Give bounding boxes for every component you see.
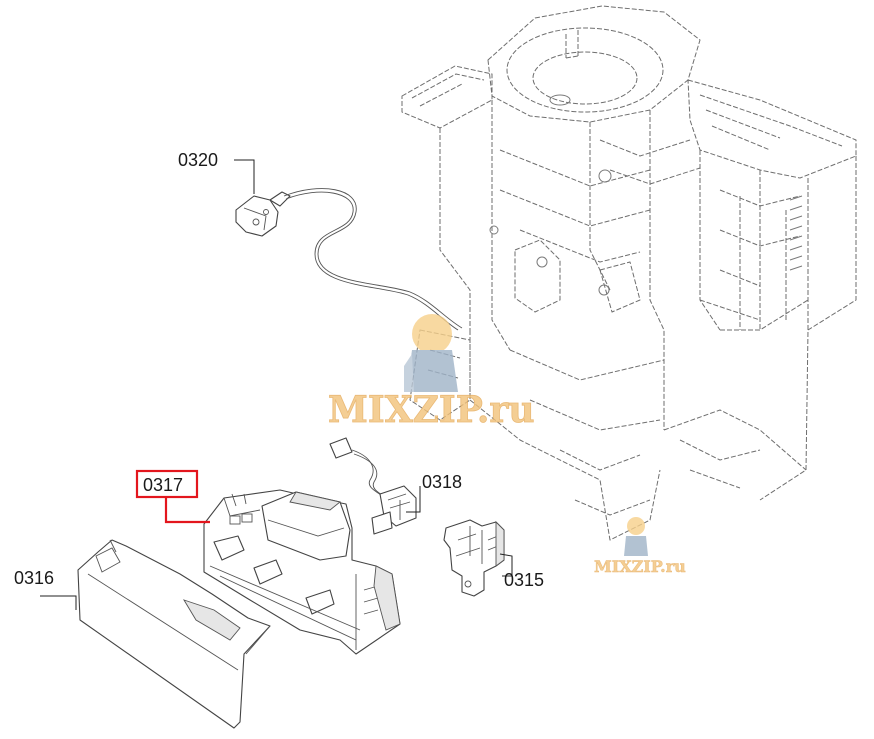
control-module-part [203,489,401,655]
watermark-large-text: MIXZIP.ru [328,389,535,431]
callout-labels: 0320 0317 0318 0315 0316 [14,150,544,590]
highlight-leader [164,497,210,524]
watermark-small-text: MIXZIP.ru [594,557,686,576]
label-0316[interactable]: 0316 [14,568,54,588]
watermark-large: MIXZIP.ru [328,314,535,431]
bracket-part [443,519,505,597]
machine-frame [401,5,857,541]
power-cord-part [235,188,463,331]
label-0320[interactable]: 0320 [178,150,218,170]
switch-harness-part [329,437,417,535]
watermark-small: MIXZIP.ru [594,517,686,576]
callout-leaders [40,159,513,610]
highlight-box-0317 [135,469,199,499]
label-0315[interactable]: 0315 [504,570,544,590]
label-0317[interactable]: 0317 [143,475,183,495]
cover-panel-part [77,539,271,729]
label-0318[interactable]: 0318 [422,472,462,492]
